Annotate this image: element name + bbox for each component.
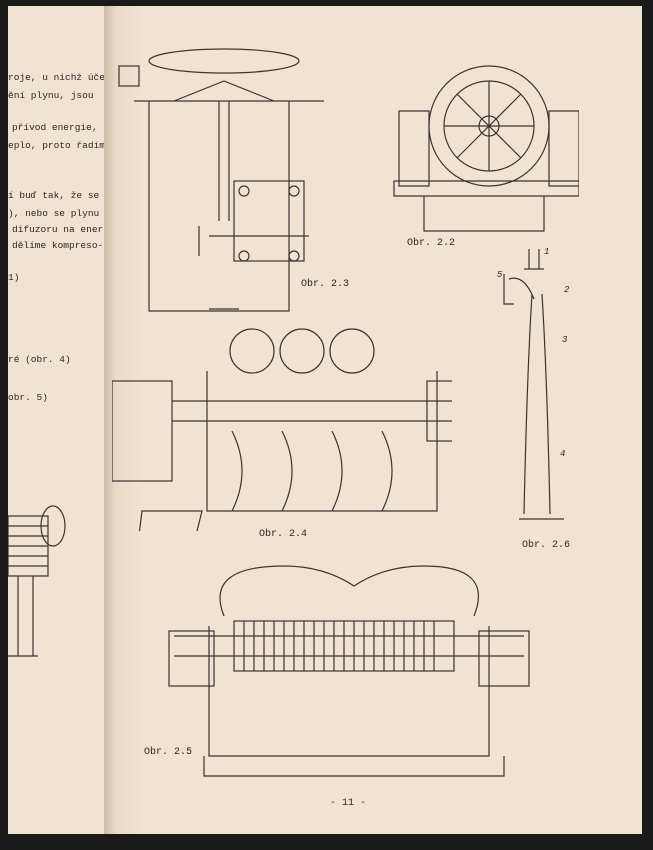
page-number: - 11 - — [330, 798, 367, 809]
fig26-label: 3 — [562, 335, 568, 345]
figure-2-4-drawing — [112, 328, 452, 531]
figure-2-2-drawing — [393, 65, 579, 232]
right-page: Obr. 2.3 Obr. 2.2 Obr. 2.4 1 2 3 4 5 Obr… — [104, 6, 642, 834]
text-line: dělíme kompreso- — [12, 240, 104, 251]
figure-caption: Obr. 2.3 — [301, 279, 350, 290]
left-page: roje, u nichž úče- ění plynu, jsou přívo… — [8, 6, 108, 834]
figure-caption: Obr. 2.4 — [259, 529, 308, 540]
fig26-label: 2 — [564, 285, 570, 295]
text-line: ), nebo se plynu — [8, 208, 100, 219]
text-line: ění plynu, jsou — [8, 90, 94, 101]
text-line: 1) — [8, 272, 20, 283]
figure-2-6-drawing: 1 2 3 4 5 — [497, 247, 570, 520]
text-line: ré (obr. 4) — [8, 354, 71, 365]
text-line: obr. 5) — [8, 392, 48, 403]
figure-caption: Obr. 2.5 — [144, 747, 193, 758]
figure-caption: Obr. 2.6 — [522, 540, 571, 551]
fig26-label: 1 — [544, 247, 549, 257]
engine-drawing-fragment — [8, 505, 66, 657]
text-line: eplo, proto řadím — [8, 140, 105, 151]
text-line: přívod energie, — [12, 122, 98, 133]
fig26-label: 4 — [560, 449, 565, 459]
figure-caption: Obr. 2.2 — [407, 238, 456, 249]
fig26-label: 5 — [497, 270, 503, 280]
text-line: difuzoru na ener- — [12, 224, 108, 235]
text-line: í buď tak, že se — [8, 190, 100, 201]
figure-2-5-drawing — [168, 565, 530, 777]
text-line: roje, u nichž úče- — [8, 72, 108, 83]
figure-2-3-drawing — [118, 48, 324, 312]
